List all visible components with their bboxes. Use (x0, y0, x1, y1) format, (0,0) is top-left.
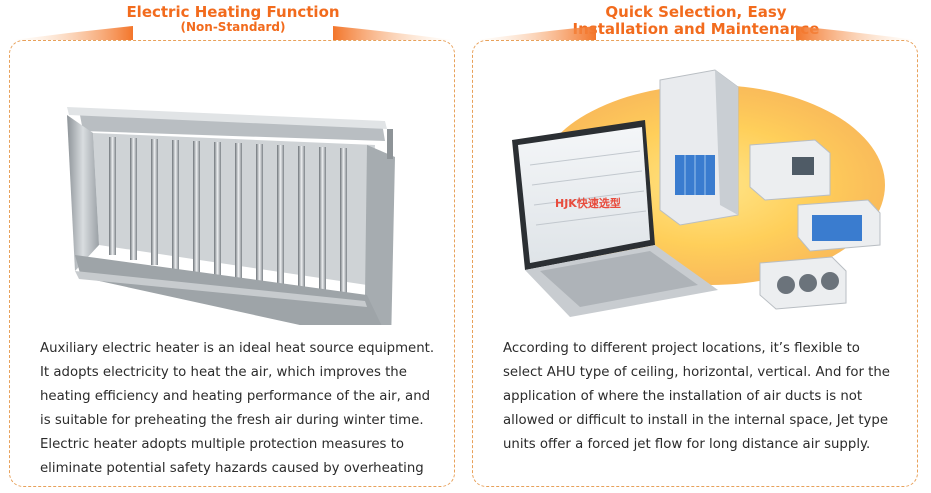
quick-selection-description: According to different project locations… (503, 337, 903, 457)
heating-tubes (109, 137, 347, 308)
electric-heating-heading: Electric Heating Function (Non-Standard) (7, 3, 459, 35)
description-line: units offer a forced jet flow for long d… (503, 437, 871, 452)
electric-heater-image (67, 107, 395, 325)
laptop-screen-text: HJK快速选型 (555, 196, 621, 210)
description-line: Electric heater adopts multiple protecti… (40, 437, 405, 452)
description-line: According to different project locations… (503, 341, 860, 356)
description-line: heating efficiency and heating performan… (40, 389, 431, 404)
quick-selection-title-line1: Quick Selection, Easy (605, 3, 787, 21)
description-line: application of where the installation of… (503, 389, 863, 404)
laptop-icon: HJK快速选型 (512, 120, 718, 317)
right-ribbon-decoration (333, 26, 453, 40)
ahu-selection-image: HJK快速选型 (512, 69, 885, 317)
electric-heating-panel: Electric Heating Function (Non-Standard) (7, 0, 459, 493)
electric-heating-description: Auxiliary electric heater is an ideal he… (40, 337, 440, 481)
quick-selection-title-line2: Installation and Maintenance (572, 20, 820, 39)
description-line: allowed or difficult to install in the i… (503, 413, 889, 428)
description-line: select AHU type of ceiling, horizontal, … (503, 365, 890, 380)
quick-selection-frame (472, 40, 918, 487)
vertical-ahu-icon (659, 69, 739, 226)
left-ribbon-decoration (13, 26, 133, 40)
ceiling-ahu-icon (749, 139, 831, 201)
horizontal-ahu-icon (797, 199, 881, 252)
quick-selection-heading: Quick Selection, Easy Installation and M… (470, 3, 922, 39)
jet-unit-icon (759, 256, 847, 310)
electric-heating-title: Electric Heating Function (126, 3, 340, 21)
description-line: Auxiliary electric heater is an ideal he… (40, 341, 435, 356)
description-line: eliminate potential safety hazards cause… (40, 461, 424, 476)
left-ribbon-decoration (476, 26, 596, 40)
electric-heating-frame (9, 40, 455, 487)
description-line: It adopts electricity to heat the air, w… (40, 365, 407, 380)
description-line: is suitable for preheating the fresh air… (40, 413, 424, 428)
right-ribbon-decoration (796, 26, 916, 40)
quick-selection-panel: Quick Selection, Easy Installation and M… (470, 0, 922, 493)
electric-heating-subtitle: (Non-Standard) (180, 20, 286, 35)
